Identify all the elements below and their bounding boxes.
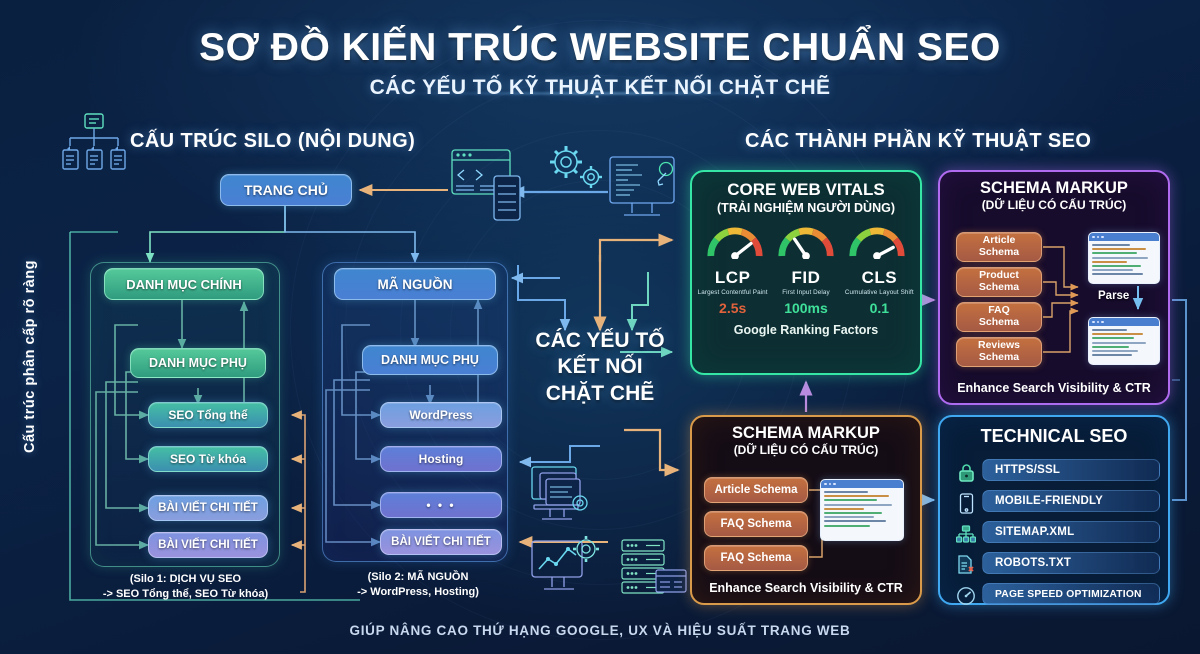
panel-schema-markup-top: SCHEMA MARKUP (DỮ LIỆU CÓ CẤU TRÚC) Arti… xyxy=(938,170,1170,405)
schema-bottom-footer: Enhance Search Visibility & CTR xyxy=(709,581,903,595)
center-callout: CÁC YẾU TỐ KẾT NỐI CHẶT CHẼ xyxy=(505,328,695,407)
tech-item-robots[interactable]: ROBOTS.TXT xyxy=(982,552,1160,574)
metric-fid-full: First Input Delay xyxy=(782,289,830,296)
server-rack-icon xyxy=(620,538,688,605)
center-line-3: CHẶT CHẼ xyxy=(545,381,655,405)
schema-top-chip-0[interactable]: Article Schema xyxy=(956,232,1042,262)
center-line-2: KẾT NỐI xyxy=(557,355,643,379)
metric-cls-full: Cumulative Layout Shift xyxy=(844,289,914,296)
node-silo1-item-3[interactable]: BÀI VIẾT CHI TIẾT xyxy=(148,532,268,558)
schema-top-chip-2[interactable]: FAQ Schema xyxy=(956,302,1042,332)
gauge-lcp xyxy=(706,224,764,264)
silo-2-caption-line1: (Silo 2: MÃ NGUỒN xyxy=(367,571,469,583)
cwv-gauge-row xyxy=(692,224,920,264)
panel-core-web-vitals: CORE WEB VITALS (TRẢI NGHIỆM NGƯỜI DÙNG) xyxy=(690,170,922,375)
page-subtitle: CÁC YẾU TỐ KỸ THUẬT KẾT NỐI CHẶT CHẼ xyxy=(369,76,831,99)
lock-icon xyxy=(956,461,976,483)
metric-lcp-value: 2.5s xyxy=(719,300,747,316)
gears-icon xyxy=(543,140,609,203)
mobile-icon xyxy=(956,492,976,514)
schema-top-chip-3[interactable]: Reviews Schema xyxy=(956,337,1042,367)
schema-top-serp-mock-1 xyxy=(1088,232,1160,284)
metric-fid-abbr: FID xyxy=(791,268,821,287)
vertical-hierarchy-label: Cấu trúc phân cấp rõ ràng xyxy=(22,260,38,453)
metric-cls-abbr: CLS xyxy=(861,268,898,287)
cwv-footer: Google Ranking Factors xyxy=(733,323,879,337)
node-silo1-item-1[interactable]: SEO Từ khóa xyxy=(148,446,268,472)
robots-file-icon xyxy=(956,554,976,576)
node-silo2-item-2[interactable]: • • • xyxy=(380,492,502,518)
page-title: SƠ ĐỒ KIẾN TRÚC WEBSITE CHUẨN SEO xyxy=(199,26,1001,69)
node-home[interactable]: TRANG CHỦ xyxy=(220,174,352,206)
node-silo1-subcategory[interactable]: DANH MỤC PHỤ xyxy=(130,348,266,378)
node-silo2-item-3[interactable]: BÀI VIẾT CHI TIẾT xyxy=(380,529,502,555)
metric-lcp-abbr: LCP xyxy=(714,268,751,287)
silo-2-caption: (Silo 2: MÃ NGUỒN -> WordPress, Hosting) xyxy=(318,570,518,600)
metric-fid-value: 100ms xyxy=(784,300,828,316)
tech-seo-title: TECHNICAL SEO xyxy=(980,426,1128,446)
section-heading-technical: CÁC THÀNH PHẦN KỸ THUẬT SEO xyxy=(745,130,1092,152)
node-silo1-category[interactable]: DANH MỤC CHÍNH xyxy=(104,268,264,300)
code-browser-icon xyxy=(450,148,530,231)
schema-top-parse-arrow xyxy=(1132,286,1144,310)
panel-schema-markup-bottom: SCHEMA MARKUP (DỮ LIỆU CÓ CẤU TRÚC) Arti… xyxy=(690,415,922,605)
node-silo2-category[interactable]: MÃ NGUỒN xyxy=(334,268,496,300)
metric-fid: FID First Input Delay 100ms xyxy=(771,268,841,316)
schema-bottom-subtitle: (DỮ LIỆU CÓ CẤU TRÚC) xyxy=(733,443,879,457)
tech-item-pagespeed[interactable]: PAGE SPEED OPTIMIZATION xyxy=(982,583,1160,605)
node-silo2-subcategory[interactable]: DANH MỤC PHỤ xyxy=(362,345,498,375)
schema-bottom-chip-1[interactable]: FAQ Schema xyxy=(704,511,808,537)
center-line-1: CÁC YẾU TỐ xyxy=(535,329,665,352)
cwv-title: CORE WEB VITALS xyxy=(727,180,885,199)
silo-2-caption-line2: -> WordPress, Hosting) xyxy=(357,585,479,598)
schema-top-title: SCHEMA MARKUP xyxy=(980,179,1128,197)
schema-bottom-chip-0[interactable]: Article Schema xyxy=(704,477,808,503)
monitor-windows-gear-icon xyxy=(528,465,594,532)
schema-top-subtitle: (DỮ LIỆU CÓ CẤU TRÚC) xyxy=(981,198,1127,212)
silo-1-caption-line2: -> SEO Tổng thể, SEO Từ khóa) xyxy=(102,587,269,600)
sitemap-hierarchy-icon xyxy=(62,112,126,179)
schema-top-chip-1[interactable]: Product Schema xyxy=(956,267,1042,297)
metric-lcp-full: Largest Contentful Paint xyxy=(697,289,768,296)
tech-item-sitemap[interactable]: SITEMAP.XML xyxy=(982,521,1160,543)
panel-technical-seo: TECHNICAL SEO HTTPS/SSL MOBILE-FRIENDLY xyxy=(938,415,1170,605)
silo-1-caption-line1: (Silo 1: DỊCH VỤ SEO xyxy=(129,573,242,585)
monitor-code-icon xyxy=(608,155,682,232)
schema-bottom-title: SCHEMA MARKUP xyxy=(732,424,880,442)
speed-gauge-icon xyxy=(956,585,976,607)
node-silo2-item-0[interactable]: WordPress xyxy=(380,402,502,428)
node-silo1-item-2[interactable]: BÀI VIẾT CHI TIẾT xyxy=(148,495,268,521)
schema-bottom-serp-mock xyxy=(820,479,904,541)
metric-cls-value: 0.1 xyxy=(869,300,890,316)
section-heading-silo: CẤU TRÚC SILO (NỘI DUNG) xyxy=(130,130,416,152)
gauge-cls xyxy=(848,224,906,264)
sitemap-icon xyxy=(956,523,976,545)
schema-bottom-chip-2[interactable]: FAQ Schema xyxy=(704,545,808,571)
gauge-fid xyxy=(777,224,835,264)
cwv-metric-row: LCP Largest Contentful Paint 2.5s FID Fi… xyxy=(692,268,920,316)
schema-top-footer: Enhance Search Visibility & CTR xyxy=(957,381,1151,395)
node-silo1-item-0[interactable]: SEO Tổng thể xyxy=(148,402,268,428)
tech-item-https[interactable]: HTTPS/SSL xyxy=(982,459,1160,481)
metric-lcp: LCP Largest Contentful Paint 2.5s xyxy=(698,268,768,316)
schema-top-serp-mock-2 xyxy=(1088,317,1160,365)
schema-top-parse-label: Parse xyxy=(1098,290,1130,302)
node-silo2-item-1[interactable]: Hosting xyxy=(380,446,502,472)
title-glow-divider xyxy=(390,92,810,95)
tech-item-mobile[interactable]: MOBILE-FRIENDLY xyxy=(982,490,1160,512)
analytics-monitor-gear-icon xyxy=(530,535,602,602)
metric-cls: CLS Cumulative Layout Shift 0.1 xyxy=(844,268,914,316)
cwv-subtitle: (TRẢI NGHIỆM NGƯỜI DÙNG) xyxy=(717,201,895,215)
silo-1-caption: (Silo 1: DỊCH VỤ SEO -> SEO Tổng thể, SE… xyxy=(78,572,293,602)
page-footer: GIÚP NÂNG CAO THỨ HẠNG GOOGLE, UX VÀ HIỆ… xyxy=(349,623,851,638)
